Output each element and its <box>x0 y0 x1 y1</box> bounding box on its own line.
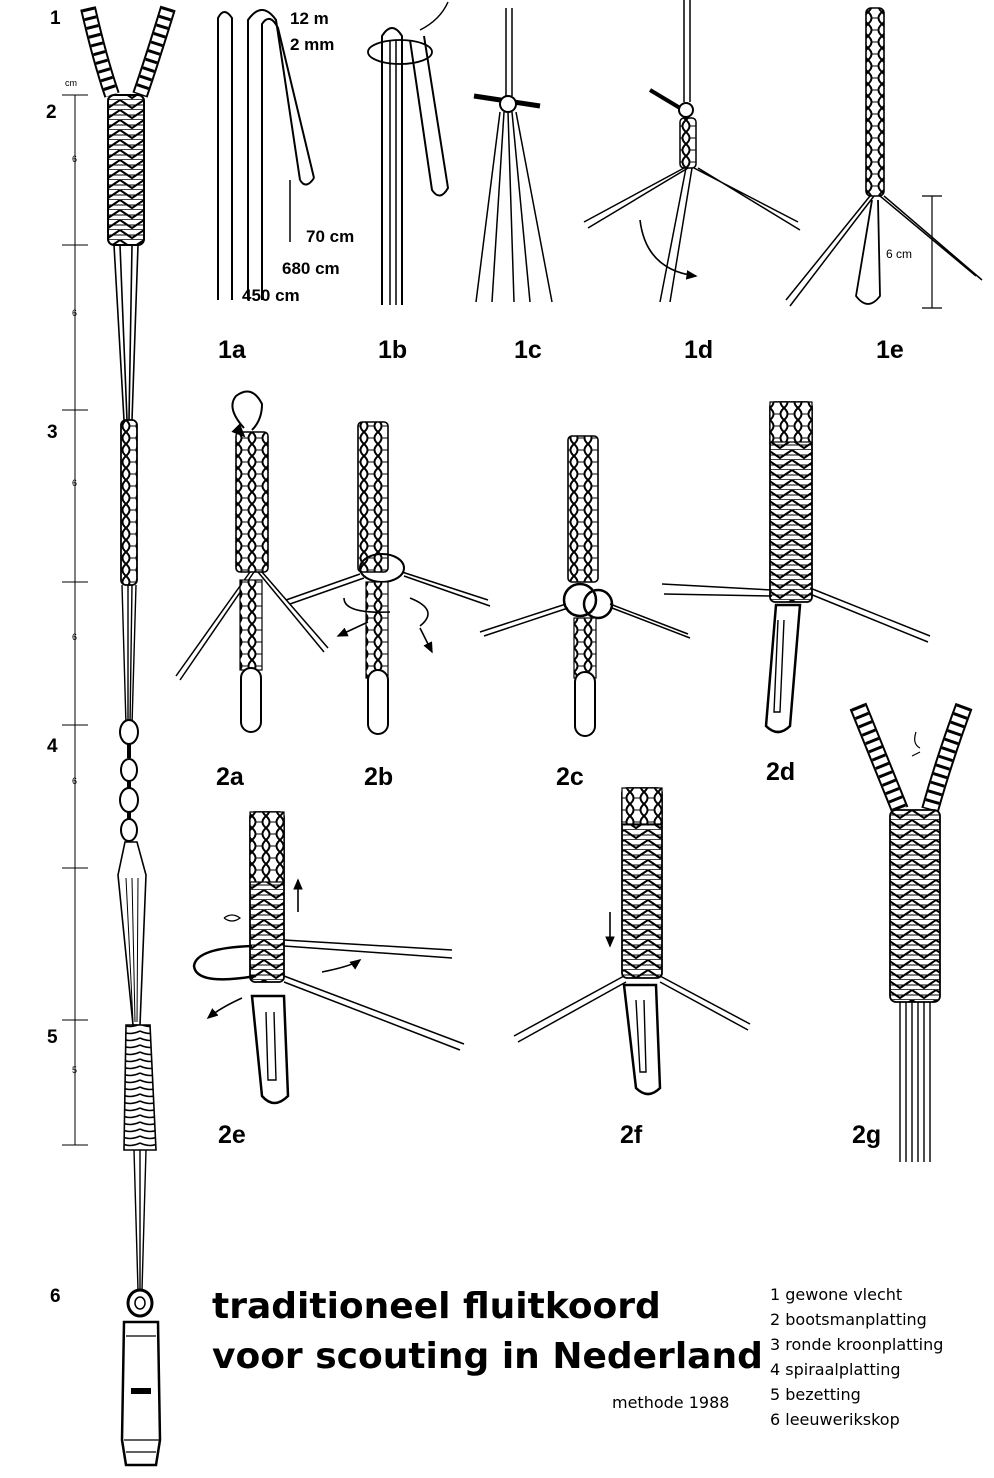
step-2f-illustration <box>513 787 751 1096</box>
measure-cord-thickness: 2 mm <box>290 35 334 54</box>
step-2e-illustration <box>192 811 465 1105</box>
step-label-1a: 1a <box>218 336 247 364</box>
legend-item: 2 bootsmanplatting <box>770 1310 927 1329</box>
measure-length-short: 70 cm <box>306 227 354 246</box>
step-1c-illustration <box>473 8 553 303</box>
step-1b-illustration <box>367 1 450 305</box>
step-label-2b: 2b <box>364 763 393 791</box>
section-number-1: 1 <box>50 8 61 29</box>
legend-item: 4 spiraalplatting <box>770 1360 901 1379</box>
legend-item: 1 gewone vlecht <box>770 1285 902 1304</box>
ruler-segment-1: 6 <box>72 154 77 164</box>
step-label-2d: 2d <box>766 758 795 786</box>
step-label-1d: 1d <box>684 336 713 364</box>
legend: 1 gewone vlecht 2 bootsmanplatting 3 ron… <box>770 1285 943 1429</box>
method-label: methode 1988 <box>612 1393 729 1412</box>
step-1d-illustration <box>583 0 801 303</box>
section-number-6: 6 <box>50 1286 61 1307</box>
ruler-segment-4: 6 <box>72 632 77 642</box>
ruler-segment-2: 6 <box>72 308 77 318</box>
section-number-5: 5 <box>47 1027 58 1048</box>
step-label-1c: 1c <box>514 336 542 364</box>
section-number-3: 3 <box>47 422 58 443</box>
step-2d-illustration <box>661 401 931 734</box>
step-label-2c: 2c <box>556 763 584 791</box>
step-2c-illustration <box>479 435 691 737</box>
step-1a-illustration: 12 m 2 mm 70 cm 680 cm 450 cm <box>217 9 354 305</box>
ruler-segment-3: 6 <box>72 478 77 488</box>
step-label-2g: 2g <box>852 1121 881 1149</box>
step-label-2e: 2e <box>218 1121 246 1149</box>
measure-length-mid: 680 cm <box>282 259 340 278</box>
measure-cord-length: 12 m <box>290 9 329 28</box>
step-2g-illustration <box>849 702 973 1162</box>
section-number-4: 4 <box>47 736 58 757</box>
section-numbers: 1 2 3 4 5 6 <box>46 8 61 1307</box>
legend-item: 3 ronde kroonplatting <box>770 1335 943 1354</box>
step-label-1b: 1b <box>378 336 407 364</box>
title-line-2: voor scouting in Nederland <box>212 1336 763 1377</box>
full-cord <box>80 5 176 1467</box>
measure-loop: 6 cm <box>886 247 912 261</box>
measurement-ruler: cm 6 6 6 6 6 5 <box>62 78 88 1146</box>
step-2b-illustration <box>285 421 491 735</box>
section-number-2: 2 <box>46 102 57 123</box>
step-label-2f: 2f <box>620 1121 643 1149</box>
step-label-1e: 1e <box>876 336 904 364</box>
step-2a-illustration <box>175 390 329 733</box>
step-label-2a: 2a <box>216 763 245 791</box>
ruler-segment-5: 6 <box>72 776 77 786</box>
legend-item: 5 bezetting <box>770 1385 861 1404</box>
step-1e-illustration: 6 cm <box>785 7 983 309</box>
ruler-segment-6: 5 <box>72 1065 77 1075</box>
legend-item: 6 leeuwerikskop <box>770 1410 900 1429</box>
title-line-1: traditioneel fluitkoord <box>212 1286 661 1327</box>
ruler-unit: cm <box>65 78 77 88</box>
measure-length-long: 450 cm <box>242 286 300 305</box>
